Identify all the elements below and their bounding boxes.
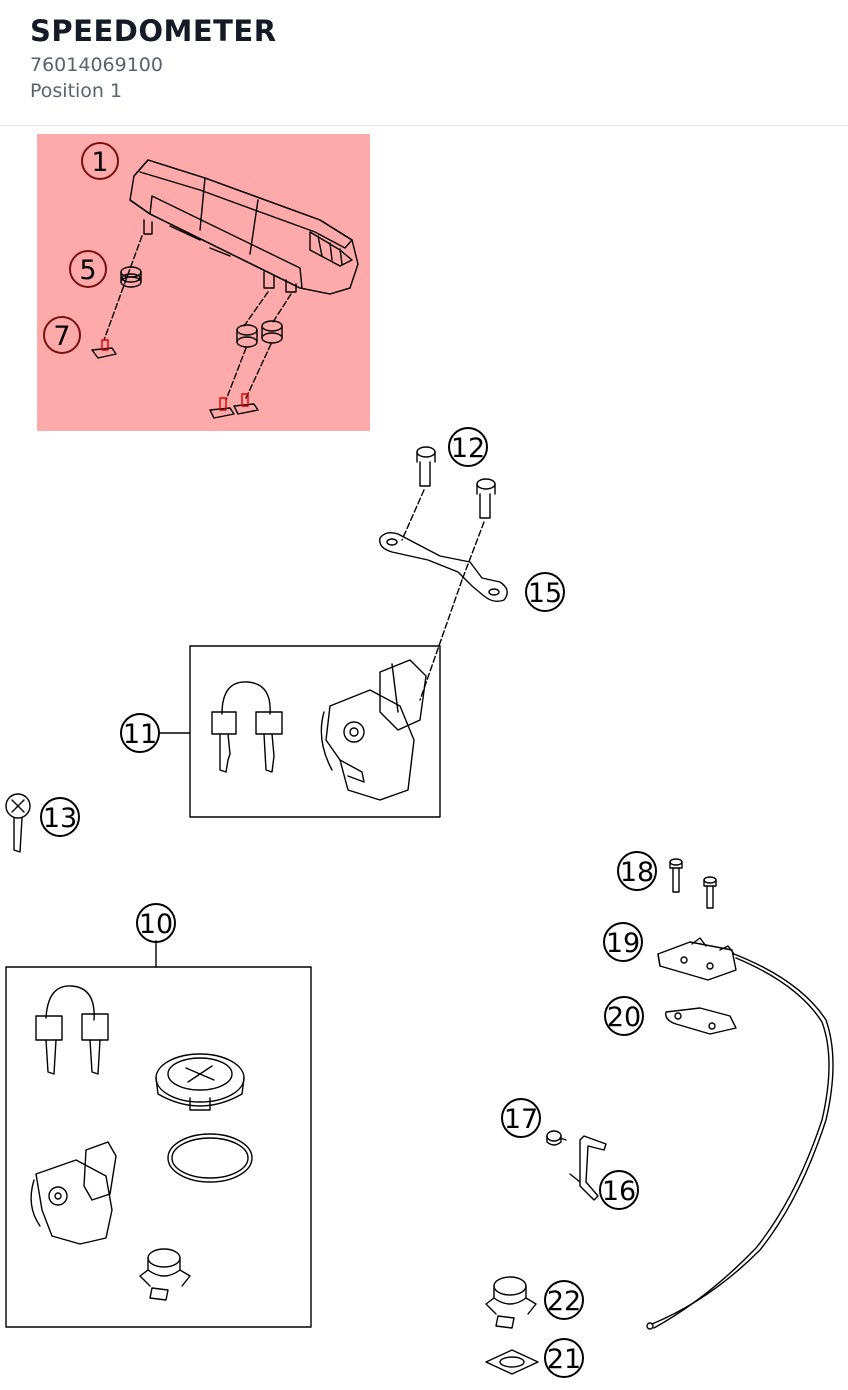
- lock-set-box[interactable]: [5, 966, 312, 1328]
- screw-17[interactable]: [546, 1130, 567, 1146]
- part-number: 76014069100: [30, 54, 163, 76]
- ignition-lock-in-set[interactable]: [30, 1141, 117, 1245]
- header: SPEEDOMETER 76014069100 Position 1: [0, 0, 848, 126]
- callout-1[interactable]: 1: [81, 142, 119, 180]
- callout-13[interactable]: 13: [40, 797, 80, 837]
- callout-16[interactable]: 16: [599, 1170, 639, 1210]
- gasket-21[interactable]: [485, 1349, 539, 1375]
- callout-19-label: 19: [606, 928, 640, 959]
- callout-15[interactable]: 15: [525, 572, 565, 612]
- mounting-screw[interactable]: [91, 235, 292, 419]
- callout-10-label: 10: [139, 909, 173, 940]
- o-ring[interactable]: [167, 1133, 253, 1183]
- callout-12[interactable]: 12: [448, 427, 488, 467]
- key-pair[interactable]: [211, 681, 283, 773]
- seat-lock-22[interactable]: [485, 1276, 537, 1329]
- rubber-grommet[interactable]: [120, 266, 283, 348]
- callout-12-label: 12: [451, 433, 485, 464]
- callout-10[interactable]: 10: [136, 903, 176, 943]
- clip-16[interactable]: [569, 1135, 607, 1201]
- callout-7[interactable]: 7: [43, 316, 81, 354]
- callout-16-label: 16: [602, 1176, 636, 1207]
- callout-7-label: 7: [53, 321, 70, 352]
- callout-11-label: 11: [123, 719, 157, 750]
- callout-1-label: 1: [91, 147, 108, 178]
- callout-13-label: 13: [43, 803, 77, 834]
- position-label: Position 1: [30, 80, 123, 102]
- key-blank[interactable]: [5, 793, 31, 853]
- speedometer-unit[interactable]: [129, 159, 359, 295]
- page-title: SPEEDOMETER: [30, 14, 277, 48]
- callout-22-label: 22: [547, 1286, 581, 1317]
- callout-5[interactable]: 5: [69, 250, 107, 288]
- fuel-cap[interactable]: [155, 1053, 245, 1111]
- callout-20-label: 20: [607, 1002, 641, 1033]
- plate-20[interactable]: [665, 1007, 737, 1035]
- seat-lock[interactable]: [139, 1248, 191, 1301]
- callout-18[interactable]: 18: [617, 851, 657, 891]
- callout-15-label: 15: [528, 578, 562, 609]
- callout-20[interactable]: 20: [604, 996, 644, 1036]
- bracket-bolts[interactable]: [401, 446, 496, 701]
- speed-sensor-cable[interactable]: [646, 953, 834, 1330]
- callout-21[interactable]: 21: [544, 1338, 584, 1378]
- callout-18-label: 18: [620, 857, 654, 888]
- callout-22[interactable]: 22: [544, 1280, 584, 1320]
- mounting-bracket[interactable]: [379, 531, 508, 603]
- ignition-lock-cylinder[interactable]: [320, 659, 427, 801]
- sensor-holder[interactable]: [657, 937, 737, 981]
- callout-17-label: 17: [504, 1104, 538, 1135]
- screws-18[interactable]: [669, 858, 717, 909]
- key-pair-set[interactable]: [35, 985, 109, 1075]
- callout-17[interactable]: 17: [501, 1098, 541, 1138]
- ignition-lock-kit-box[interactable]: [189, 645, 441, 818]
- callout-5-label: 5: [79, 255, 96, 286]
- callout-19[interactable]: 19: [603, 922, 643, 962]
- callout-21-label: 21: [547, 1344, 581, 1375]
- callout-11[interactable]: 11: [120, 713, 160, 753]
